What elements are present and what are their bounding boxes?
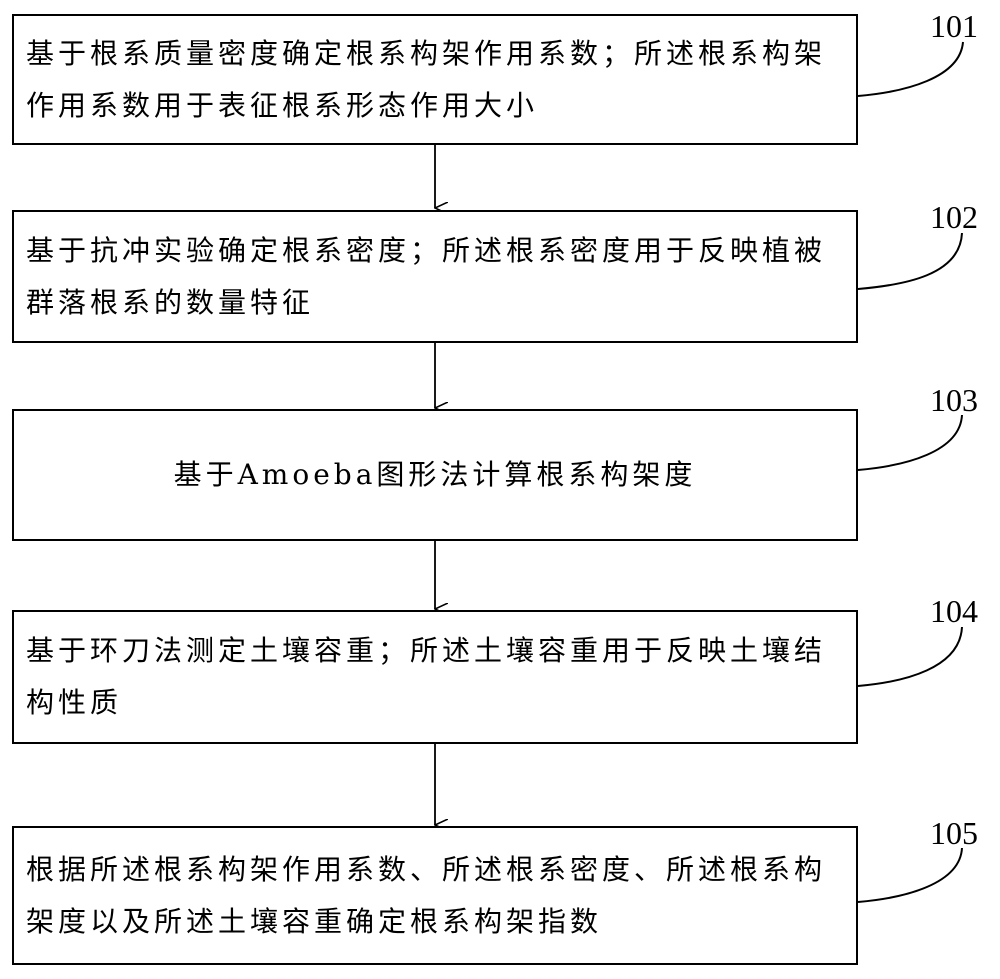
step-text-103: 基于Amoeba图形法计算根系构架度 [173,458,697,491]
step-number-101: 101 [930,8,978,44]
leader-line-104 [857,626,963,687]
step-box-102: 基于抗冲实验确定根系密度；所述根系密度用于反映植被群落根系的数量特征 [12,210,858,343]
leader-line-102 [857,232,963,290]
leader-line-101 [857,41,964,97]
step-text-102: 基于抗冲实验确定根系密度；所述根系密度用于反映植被群落根系的数量特征 [26,233,827,319]
step-box-101: 基于根系质量密度确定根系构架作用系数；所述根系构架作用系数用于表征根系形态作用大… [12,14,858,145]
step-number-105: 105 [930,815,978,851]
leader-line-103 [857,414,963,471]
leader-line-105 [857,847,963,903]
step-box-103: 基于Amoeba图形法计算根系构架度 [12,409,858,541]
step-number-104: 104 [930,593,978,629]
step-box-105: 根据所述根系构架作用系数、所述根系密度、所述根系构架度以及所述土壤容重确定根系构… [12,826,858,965]
step-text-101: 基于根系质量密度确定根系构架作用系数；所述根系构架作用系数用于表征根系形态作用大… [26,36,827,122]
step-number-102: 102 [930,199,978,235]
step-number-103: 103 [930,382,978,418]
step-box-104: 基于环刀法测定土壤容重；所述土壤容重用于反映土壤结构性质 [12,610,858,744]
step-text-105: 根据所述根系构架作用系数、所述根系密度、所述根系构架度以及所述土壤容重确定根系构… [26,852,827,938]
step-text-104: 基于环刀法测定土壤容重；所述土壤容重用于反映土壤结构性质 [26,634,827,719]
